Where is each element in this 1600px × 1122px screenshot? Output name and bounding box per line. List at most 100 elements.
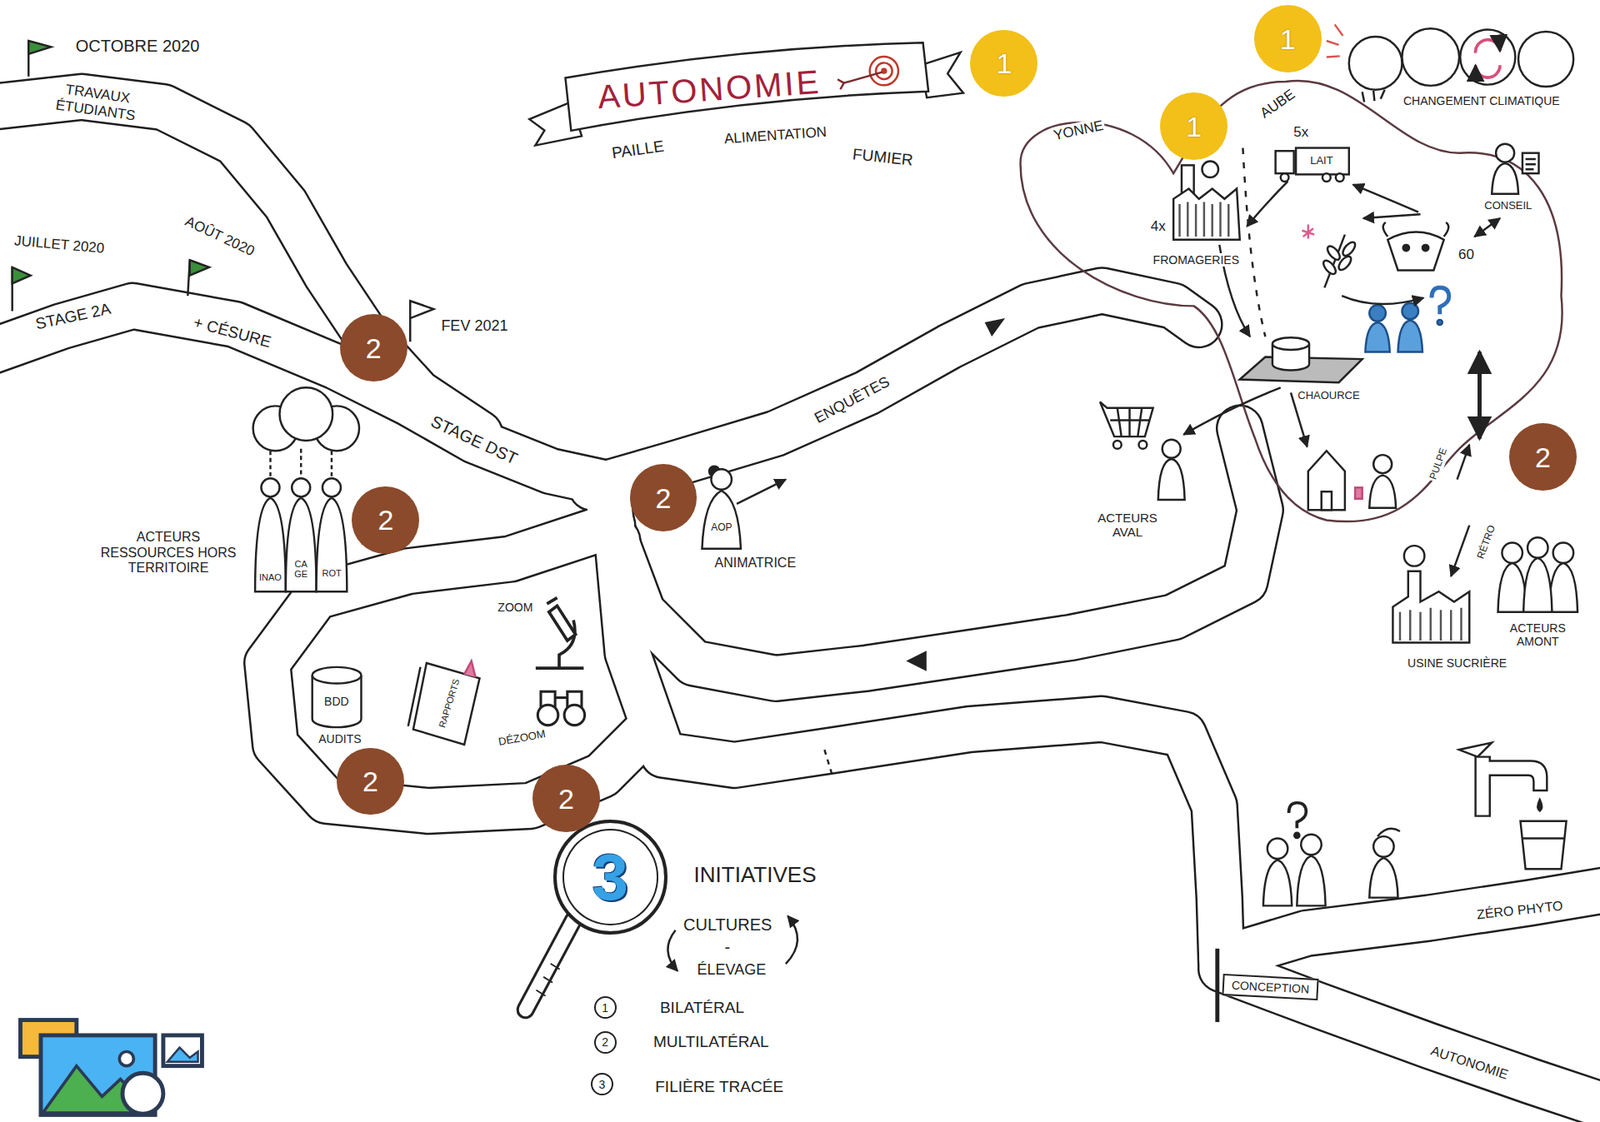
node-text: 2 <box>377 505 394 535</box>
node-text: 2 <box>655 484 671 513</box>
downstream-actors <box>1113 440 1122 450</box>
cheese-factory <box>1173 160 1240 240</box>
map-label: RAPPORTS <box>435 676 462 731</box>
farmers-questioning <box>1398 320 1423 353</box>
road-outline <box>1221 969 1600 1112</box>
advisor-figure <box>1491 163 1519 195</box>
map-label: ROT <box>320 568 343 580</box>
target-icon <box>875 62 893 80</box>
recycle-arrows <box>1475 40 1500 54</box>
recycle-arrows <box>1475 65 1500 78</box>
signpost-box: CONCEPTION <box>1221 974 1319 1001</box>
sugar-factory <box>1404 545 1425 566</box>
callout-circle: 2 <box>532 765 600 833</box>
cheese-factory <box>1173 189 1240 240</box>
milestone-flag <box>12 267 31 285</box>
road-direction-arrow <box>905 650 926 671</box>
map-label: MULTILATÉRAL <box>651 1033 771 1052</box>
sun-rays <box>1335 24 1344 35</box>
milk-truck <box>1280 173 1290 182</box>
cloud <box>1401 28 1460 86</box>
resource-actors <box>322 478 341 497</box>
milestone-flag <box>190 260 210 275</box>
house-consumer <box>1308 450 1396 510</box>
binoculars-icon <box>537 705 558 725</box>
gallery-icon <box>20 1020 202 1116</box>
binoculars-icon <box>564 705 585 725</box>
map-label: CA GE <box>287 559 315 580</box>
map-label: FUMIER <box>850 145 916 170</box>
map-label: FILIÈRE TRACÉE <box>653 1078 785 1097</box>
chaource-cheese <box>1272 337 1310 350</box>
flow-arrow <box>1353 185 1419 213</box>
cloud <box>1349 28 1574 90</box>
wheat-icon <box>1301 224 1315 239</box>
signpost <box>1215 949 1220 1023</box>
map-label: LAIT <box>1308 155 1335 168</box>
callout-circle: 2 <box>351 486 420 555</box>
flow-arrow <box>1363 214 1421 219</box>
facilitator-figure <box>701 490 741 550</box>
bullet-circle: 1 <box>594 996 617 1020</box>
map-label: DÉZOOM <box>496 728 550 750</box>
title-banner: AUTONOMIE <box>522 30 967 150</box>
rain-marks <box>1380 90 1385 100</box>
cloud <box>1460 30 1515 85</box>
map-label: CONSEIL <box>1482 200 1534 213</box>
map-label: 5x <box>1291 124 1310 141</box>
house-consumer <box>1373 455 1392 474</box>
cloud <box>1349 36 1403 90</box>
road-direction-arrow <box>985 318 1005 337</box>
water-tap <box>1520 821 1566 870</box>
farmers-questioning <box>1365 322 1390 353</box>
flow-arrow <box>1474 218 1500 237</box>
wheat-icon <box>1301 224 1357 288</box>
sugar-factory <box>1400 608 1461 641</box>
map-label: AUTONOMIE <box>1426 1043 1511 1085</box>
gallery-icon <box>122 1073 164 1115</box>
map-label: PAILLE <box>609 136 667 163</box>
questioning-people <box>1263 803 1400 907</box>
facilitator-figure <box>736 480 786 505</box>
milestone-flag <box>12 40 435 342</box>
downstream-actors <box>1100 401 1154 437</box>
questioning-people <box>1300 835 1321 855</box>
wheat-icon <box>1340 240 1358 258</box>
road-outline <box>591 290 1200 488</box>
map-label: + CÉSURE <box>190 313 275 353</box>
map-label: ANIMATRICE <box>713 555 798 571</box>
questioning-people <box>1263 860 1292 906</box>
upstream-actors <box>1498 537 1579 612</box>
node-text: 1 <box>1185 112 1202 141</box>
magnifier-handle <box>525 920 575 1011</box>
banner-ribbon <box>564 40 930 131</box>
road-surface <box>0 96 1600 1112</box>
road-dash <box>824 750 832 774</box>
report-icon <box>408 667 421 727</box>
cheese-factory <box>1201 160 1219 178</box>
questioning-people <box>1373 836 1394 857</box>
map-label: AOP <box>709 522 734 535</box>
chaource-cheese <box>1240 337 1363 383</box>
node-text: 1 <box>601 1002 609 1015</box>
map-label: 4x <box>1149 218 1168 235</box>
map-label: JUILLET 2020 <box>11 232 107 257</box>
milk-truck <box>1335 173 1345 182</box>
road-surface <box>591 290 1200 488</box>
map-label: ALIMENTATION <box>722 123 830 147</box>
callout-circle: 2 <box>1509 423 1577 491</box>
wheat-icon <box>1320 258 1338 276</box>
flow-arrow <box>1246 181 1288 227</box>
resource-actors <box>316 498 348 593</box>
map-label: AUBE <box>1255 85 1300 123</box>
advisor-figure <box>1495 144 1515 163</box>
map-label: CULTURES <box>681 915 774 935</box>
map-label: YONNE <box>1050 116 1107 145</box>
target-arrow <box>836 71 883 90</box>
map-label: CHAOURCE <box>1295 390 1361 403</box>
milestone-flag <box>28 40 51 55</box>
node-text: CONCEPTION <box>1231 980 1310 996</box>
road-outline <box>0 96 1600 1112</box>
sun-rays <box>1326 40 1340 45</box>
microscope-icon <box>549 605 576 641</box>
